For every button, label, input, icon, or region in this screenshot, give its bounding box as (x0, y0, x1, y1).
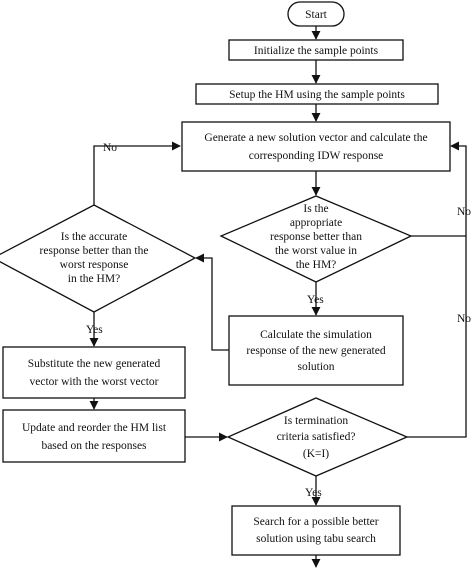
edge-labels: No No No Yes Yes Yes (86, 142, 471, 499)
node-update: Update and reorder the HM list based on … (2, 409, 186, 463)
termination-line-2: criteria satisfied? (277, 431, 356, 443)
termination-line-3: (K=I) (303, 448, 329, 460)
init-label: Initialize the sample points (254, 45, 379, 57)
setup-label: Setup the HM using the sample points (229, 89, 405, 101)
label-no-right-top: No (457, 206, 471, 218)
label-no-left: No (103, 142, 117, 154)
appropriate-line-2: appropriate (290, 217, 342, 229)
accurate-line-4: in the HM? (68, 273, 120, 285)
label-no-right-bottom: No (457, 313, 471, 325)
edge-appropriate-no (411, 141, 467, 237)
accurate-line-1: Is the accurate (61, 231, 127, 243)
node-decision-accurate: Is the accurate response better than the… (0, 204, 197, 313)
appropriate-line-3: response better than (270, 231, 362, 243)
edges (89, 26, 467, 568)
calculate-line-3: solution (297, 361, 334, 373)
edge-termination-no (407, 236, 467, 438)
edge-calculate-to-accurate (195, 253, 229, 351)
label-yes-appropriate: Yes (307, 294, 324, 306)
substitute-line-2: vector with the worst vector (29, 376, 158, 388)
generate-label-line-2: corresponding IDW response (249, 150, 384, 162)
termination-line-1: Is termination (284, 415, 348, 427)
node-init: Initialize the sample points (228, 39, 404, 61)
node-search: Search for a possible better solution us… (231, 505, 401, 556)
appropriate-line-4: the worst value in (275, 245, 357, 257)
appropriate-line-5: the HM? (296, 259, 337, 271)
update-line-2: based on the responses (41, 440, 147, 452)
label-yes-accurate: Yes (86, 324, 103, 336)
search-line-2: solution using tabu search (256, 533, 376, 545)
generate-label-line-1: Generate a new solution vector and calcu… (204, 132, 427, 144)
appropriate-line-1: Is the (303, 203, 328, 215)
start-label: Start (305, 9, 328, 21)
node-start: Start (287, 1, 345, 27)
node-decision-appropriate: Is the appropriate response better than … (219, 195, 413, 283)
calculate-line-1: Calculate the simulation (260, 329, 372, 341)
search-line-1: Search for a possible better (253, 516, 378, 528)
label-yes-termination: Yes (305, 487, 322, 499)
accurate-line-3: worst response (60, 259, 129, 271)
node-decision-termination: Is termination criteria satisfied? (K=I) (226, 397, 409, 477)
node-generate: Generate a new solution vector and calcu… (181, 121, 451, 172)
substitute-line-1: Substitute the new generated (28, 358, 161, 370)
edge-accurate-no (93, 141, 181, 205)
node-substitute: Substitute the new generated vector with… (2, 346, 186, 399)
node-setup: Setup the HM using the sample points (195, 83, 439, 105)
node-calculate: Calculate the simulation response of the… (228, 315, 404, 386)
calculate-line-2: response of the new generated (246, 345, 385, 357)
accurate-line-2: response better than the (40, 245, 149, 257)
update-line-1: Update and reorder the HM list (22, 422, 167, 434)
